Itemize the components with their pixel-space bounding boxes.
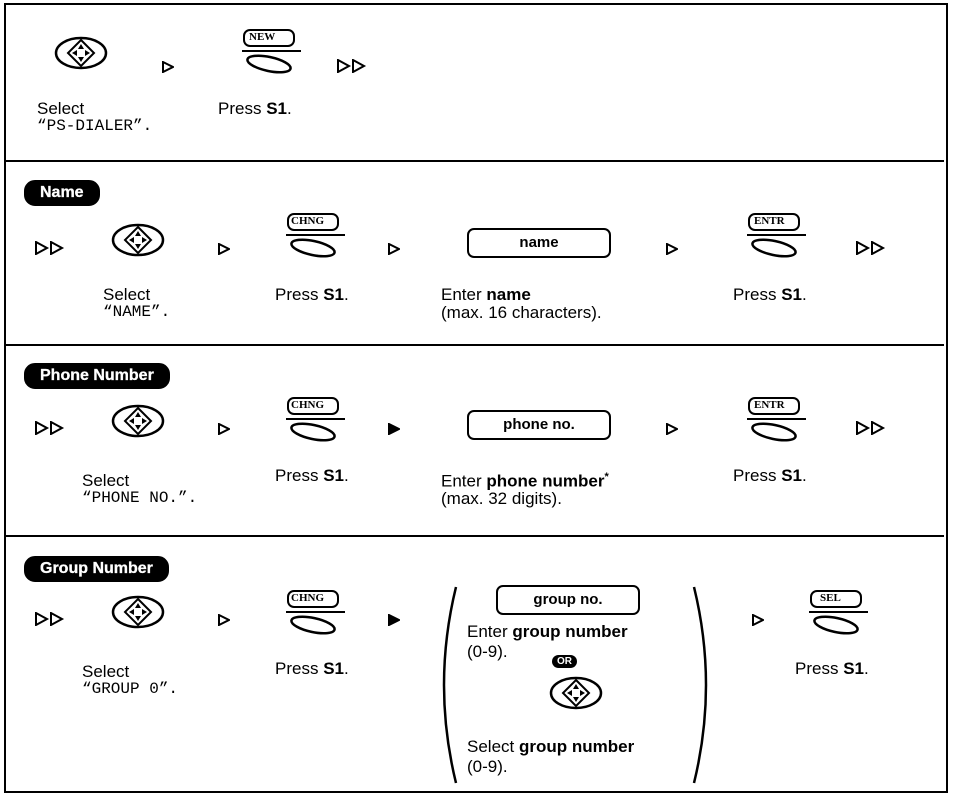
press-instruction: Press S1. <box>733 285 807 304</box>
right-parenthesis <box>692 586 708 784</box>
section-title-phone-number: Phone Number <box>24 363 170 389</box>
triangle-arrow-icon <box>218 614 230 626</box>
soft-key-chng[interactable]: CHNG <box>285 589 347 635</box>
triangle-arrow-icon <box>162 61 174 73</box>
triangle-arrow-icon <box>388 614 400 626</box>
press-instruction: Press S1. <box>218 99 292 118</box>
soft-key-label: CHNG <box>291 399 324 411</box>
select-value: “PHONE NO.”. <box>82 489 198 507</box>
triangle-arrow-icon <box>752 614 764 626</box>
name-field[interactable]: name <box>467 228 611 258</box>
section-divider <box>6 344 944 346</box>
soft-key-chng[interactable]: CHNG <box>285 396 347 442</box>
enter-note: (0-9). <box>467 642 508 661</box>
soft-key-icon <box>286 590 345 635</box>
soft-key-icon <box>286 213 345 258</box>
soft-key-icon <box>242 29 301 74</box>
select-instruction: Select <box>82 662 130 681</box>
soft-key-entr[interactable]: ENTR <box>746 396 808 442</box>
double-triangle-arrow-icon <box>35 241 65 255</box>
soft-key-icon <box>747 397 806 442</box>
enter-instruction: Enter group number <box>467 622 628 641</box>
alt-select-instruction: Select group number <box>467 737 635 756</box>
or-badge: OR <box>552 651 577 669</box>
enter-note: (max. 16 characters). <box>441 303 602 322</box>
soft-key-label: SEL <box>820 592 841 604</box>
navigator-key-icon <box>111 404 165 438</box>
double-triangle-arrow-icon <box>337 59 367 73</box>
triangle-arrow-icon <box>388 243 400 255</box>
press-instruction: Press S1. <box>275 285 349 304</box>
double-triangle-arrow-icon <box>35 421 65 435</box>
triangle-arrow-icon <box>666 243 678 255</box>
soft-key-chng[interactable]: CHNG <box>285 212 347 258</box>
triangle-arrow-icon <box>218 423 230 435</box>
soft-key-icon <box>286 397 345 442</box>
enter-instruction: Enter name <box>441 285 531 304</box>
select-value: “NAME”. <box>103 303 171 321</box>
group-number-field[interactable]: group no. <box>496 585 640 615</box>
soft-key-label: ENTR <box>754 399 785 411</box>
soft-key-entr[interactable]: ENTR <box>746 212 808 258</box>
navigator-key-icon <box>111 223 165 257</box>
press-instruction: Press S1. <box>275 659 349 678</box>
select-instruction: Select <box>103 285 151 304</box>
navigator-key-icon <box>111 595 165 629</box>
press-instruction: Press S1. <box>795 659 869 678</box>
triangle-arrow-icon <box>388 423 400 435</box>
section-title-name: Name <box>24 180 100 206</box>
double-triangle-arrow-icon <box>856 421 886 435</box>
soft-key-label: CHNG <box>291 215 324 227</box>
select-instruction: Select <box>37 99 85 118</box>
section-title-group-number: Group Number <box>24 556 169 582</box>
phone-number-field[interactable]: phone no. <box>467 410 611 440</box>
soft-key-icon <box>809 590 868 635</box>
double-triangle-arrow-icon <box>35 612 65 626</box>
select-value: “PS-DIALER”. <box>37 117 153 135</box>
triangle-arrow-icon <box>218 243 230 255</box>
select-value: “GROUP 0”. <box>82 680 179 698</box>
enter-instruction: Enter phone number* <box>441 471 609 491</box>
section-divider <box>6 160 944 162</box>
soft-key-icon <box>747 213 806 258</box>
navigator-key-icon <box>54 36 108 70</box>
soft-key-label: ENTR <box>754 215 785 227</box>
press-instruction: Press S1. <box>733 466 807 485</box>
soft-key-label: CHNG <box>291 592 324 604</box>
section-divider <box>6 535 944 537</box>
triangle-arrow-icon <box>666 423 678 435</box>
press-instruction: Press S1. <box>275 466 349 485</box>
navigator-key-icon[interactable] <box>549 675 603 711</box>
soft-key-new[interactable]: NEW <box>241 28 303 74</box>
left-parenthesis <box>442 586 458 784</box>
enter-note: (max. 32 digits). <box>441 489 562 508</box>
alt-select-note: (0-9). <box>467 757 508 776</box>
select-instruction: Select <box>82 471 130 490</box>
soft-key-label: NEW <box>249 31 276 43</box>
double-triangle-arrow-icon <box>856 241 886 255</box>
soft-key-sel[interactable]: SEL <box>808 589 870 635</box>
